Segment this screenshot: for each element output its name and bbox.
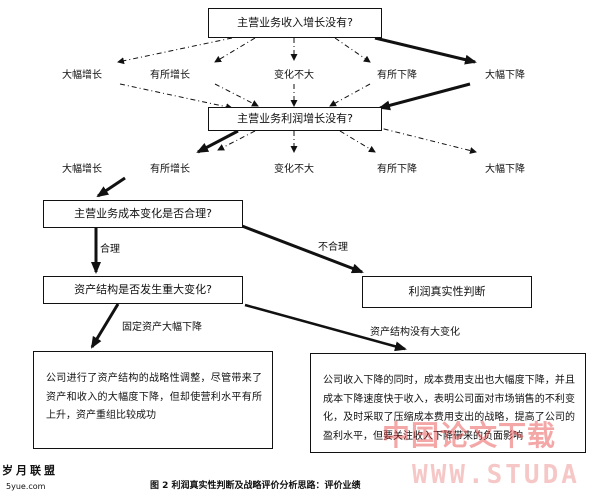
arrow-rev-to-large-growth <box>117 37 233 65</box>
box-profit-judgment: 利润真实性判断 <box>362 276 532 308</box>
row2-label-little-change: 变化不大 <box>274 164 314 175</box>
watermark-overlay-text: 中国论文下载 <box>382 419 557 452</box>
arrow-rev-to-some-decline <box>334 37 371 63</box>
box-profit-growth: 主营业务利润增长没有? <box>208 107 382 131</box>
site-logo-text: 岁月联盟 <box>2 464 58 477</box>
conclusion-left: 公司进行了资产结构的战略性调整，尽管带来了资产和收入的大幅度下降，但却使营利水平… <box>33 351 273 449</box>
box-cost-change: 主营业务成本变化是否合理? <box>43 200 243 228</box>
label-unreasonable: 不合理 <box>318 242 348 253</box>
watermark-overlay-url: WWW.STUDA <box>412 460 580 490</box>
label-fixed-assets-drop: 固定资产大幅下降 <box>122 322 202 333</box>
row1-label-little-change: 变化不大 <box>274 70 314 81</box>
arrow-large-decline-to-profit <box>378 82 471 111</box>
row2-label-some-growth: 有所增长 <box>150 164 190 175</box>
arrow-profit-to-large-decline <box>371 125 477 154</box>
arrow-some-decline-to-profit <box>329 83 371 107</box>
label-no-major-change: 资产结构没有大变化 <box>370 327 460 338</box>
row1-label-some-growth: 有所增长 <box>150 70 190 81</box>
row2-label-some-decline: 有所下降 <box>377 164 417 175</box>
site-logo-url: 5yue.com <box>6 482 46 491</box>
arrow-asset-to-left-conclusion <box>90 303 120 349</box>
conclusion-right: 公司收入下降的同时，成本费用支出也大幅度下降，并且成本下降速度快于收入，表明公司… <box>310 353 586 453</box>
row2-label-large-decline: 大幅下降 <box>485 164 525 175</box>
arrow-large-growth-to-cost <box>96 176 126 198</box>
arrow-rev-to-some-growth <box>214 37 256 63</box>
row1-label-large-decline: 大幅下降 <box>485 70 525 81</box>
arrow-rev-to-large-decline <box>374 36 477 65</box>
row1-label-large-growth: 大幅增长 <box>62 70 102 81</box>
arrow-asset-to-right-conclusion <box>244 303 407 352</box>
row1-label-some-decline: 有所下降 <box>377 70 417 81</box>
arrow-some-growth-to-profit <box>214 83 259 107</box>
arrow-large-growth-to-profit <box>119 83 233 111</box>
row2-label-large-growth: 大幅增长 <box>62 164 102 175</box>
arrow-profit-to-some-decline <box>339 130 376 153</box>
arrow-profit-to-some-growth <box>217 130 256 151</box>
figure-caption: 图 2 利润真实性判断及战略评价分析思路：评价业绩 <box>150 481 361 491</box>
box-revenue-growth: 主营业务收入增长没有? <box>208 8 382 38</box>
box-asset-structure: 资产结构是否发生重大变化? <box>43 276 243 304</box>
label-reasonable: 合理 <box>100 244 120 255</box>
arrow-profit-to-large-growth <box>196 129 239 154</box>
arrow-cost-to-profit-judgment <box>241 224 364 274</box>
